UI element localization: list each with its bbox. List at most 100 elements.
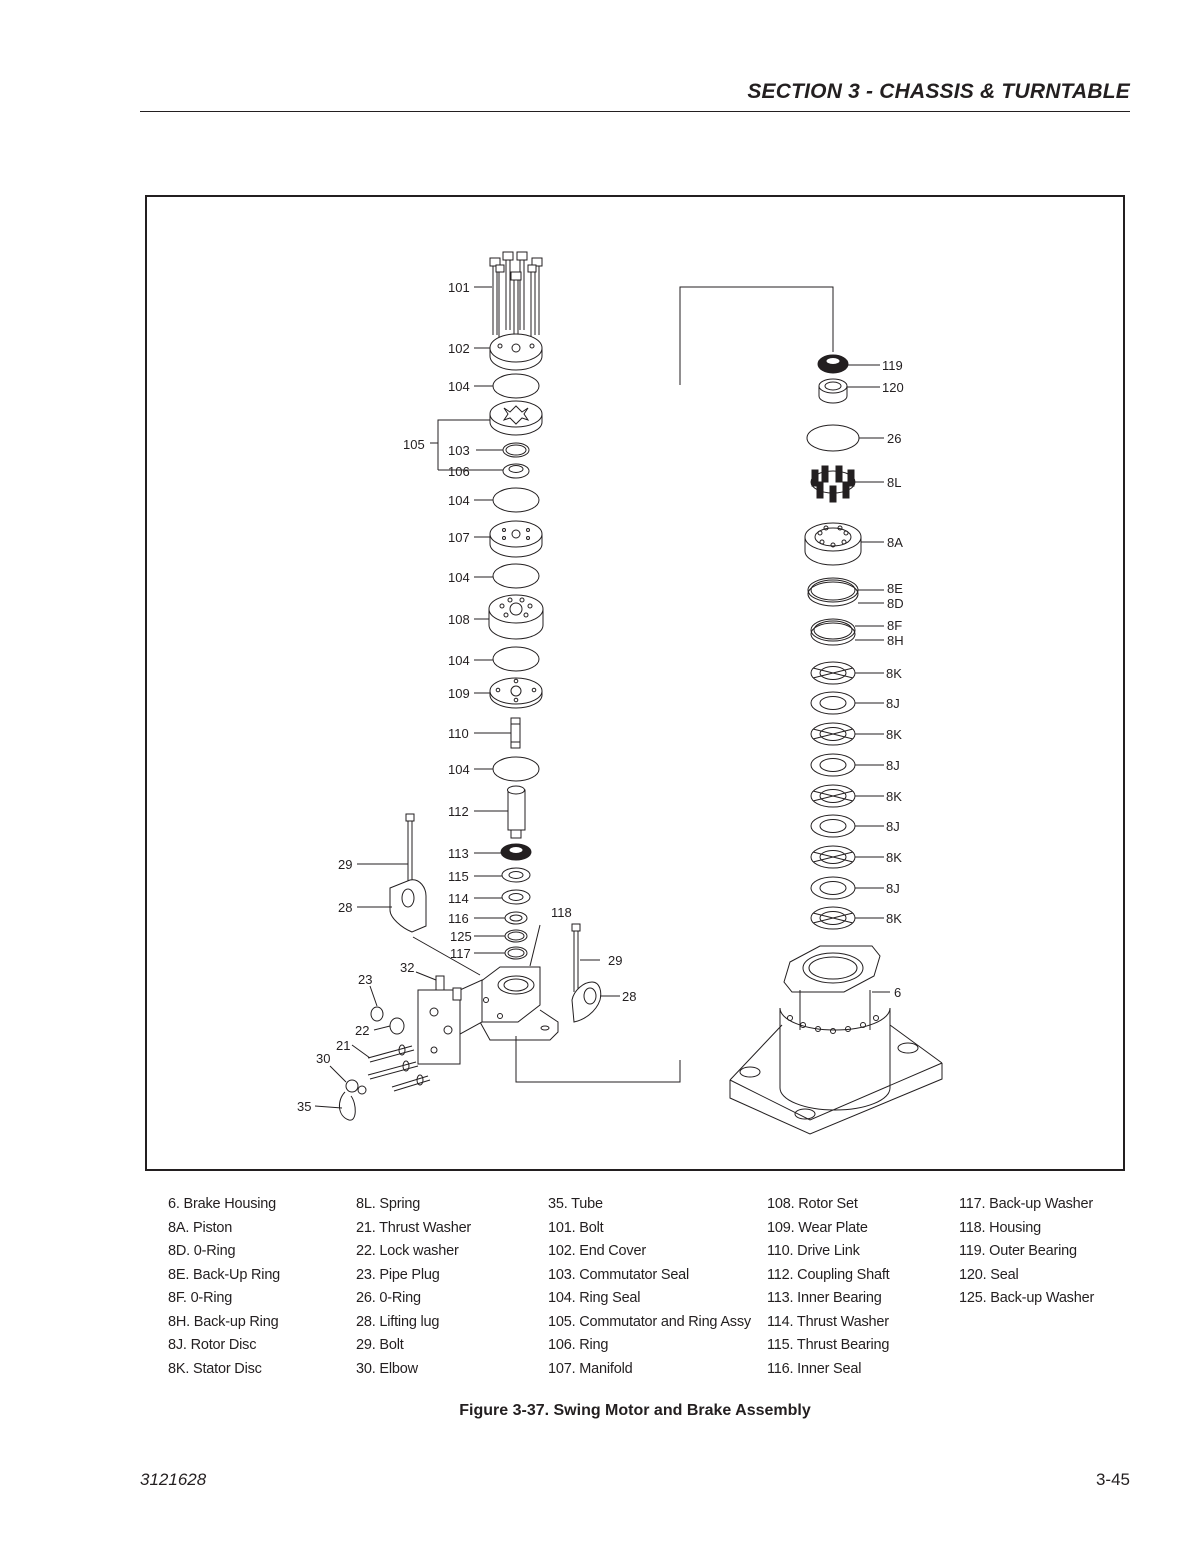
legend-item: 35. Tube [548, 1196, 603, 1212]
wear-plate-109 [489, 677, 543, 709]
drive-link-110 [510, 717, 521, 749]
legend-item: 120. Seal [959, 1266, 1019, 1283]
callout-113: 113 [448, 846, 469, 861]
callout-8L: 8L [887, 475, 901, 490]
callout-115: 115 [448, 869, 469, 884]
inner-seal-116 [504, 911, 528, 925]
legend-item: 119. Outer Bearing [959, 1243, 1077, 1259]
ring-seal-104-c [492, 563, 540, 589]
header-rule [140, 111, 1130, 112]
brake-housing-6 [729, 945, 943, 1135]
coupling-shaft-112 [507, 785, 526, 839]
legend-item: 125. Back-up Washer [959, 1290, 1095, 1306]
figure-caption: Figure 3-37. Swing Motor and Brake Assem… [459, 1402, 811, 1419]
callout-6: 6 [894, 985, 901, 1000]
legend-item: 112. Coupling Shaft [767, 1266, 890, 1283]
callout-35: 35 [297, 1099, 311, 1114]
legend-column-4: 108. Rotor Set 109. Wear Plate 110. Driv… [767, 1193, 890, 1381]
stator-disc-8K-1 [810, 661, 856, 685]
legend-item: 8H. Back-up Ring [168, 1313, 279, 1330]
legend-item: 30. Elbow [356, 1360, 418, 1377]
rotor-set-108 [488, 594, 544, 640]
oring-26 [806, 424, 860, 452]
leader-lines-left [314, 286, 620, 1109]
legend-item: 101. Bolt [548, 1219, 604, 1236]
page-number: 3-45 [1095, 1470, 1130, 1489]
tube-35 [339, 1091, 356, 1121]
stator-disc-8K-2 [810, 722, 856, 746]
callout-8A: 8A [887, 535, 903, 550]
ring-seal-104-a [492, 373, 540, 399]
legend-item: 104. Ring Seal [548, 1290, 641, 1306]
lock-washer-22 [389, 1017, 405, 1035]
callout-104: 104 [448, 379, 470, 394]
legend-column-3: 35. Tube 101. Bolt 102. End Cover 103. C… [548, 1193, 751, 1381]
legend-item: 8J. Rotor Disc [168, 1337, 257, 1353]
legend-column-1: 6. Brake Housing 8A. Piston 8D. 0-Ring 8… [168, 1193, 280, 1381]
legend-item: 109. Wear Plate [767, 1219, 868, 1236]
legend-item: 105. Commutator and Ring Assy [548, 1313, 751, 1330]
callout-103: 103 [448, 443, 470, 458]
shaft-connector-line [679, 286, 834, 385]
legend-column-2: 8L. Spring 21. Thrust Washer 22. Lock wa… [356, 1193, 471, 1381]
fitting-32-b [452, 987, 462, 1001]
section-title: SECTION 3 - CHASSIS & TURNTABLE [747, 80, 1130, 103]
legend-item: 108. Rotor Set [767, 1196, 858, 1212]
legend-item: 8A. Piston [168, 1219, 233, 1236]
callout-114: 114 [448, 891, 469, 906]
base-connector-line [515, 1036, 681, 1083]
legend-item: 8D. 0-Ring [168, 1243, 236, 1259]
callout-26: 26 [887, 431, 901, 446]
rotor-disc-8J-2 [810, 753, 856, 777]
callout-104: 104 [448, 653, 470, 668]
ring-seal-104-b [492, 487, 540, 513]
callout-120: 120 [882, 380, 904, 395]
callout-22: 22 [355, 1023, 369, 1038]
leader-lines-right [847, 364, 890, 993]
legend-item: 103. Commutator Seal [548, 1266, 690, 1283]
legend-item: 118. Housing [959, 1219, 1041, 1236]
callout-109: 109 [448, 686, 470, 701]
figure-frame [145, 195, 1125, 1171]
ring-seal-104-d [492, 646, 540, 672]
callout-8K: 8K [886, 789, 902, 804]
callout-8J: 8J [886, 758, 900, 773]
seal-120 [818, 378, 848, 404]
legend-item: 113. Inner Bearing [767, 1290, 882, 1306]
callout-125: 125 [450, 929, 472, 944]
piston-8A [804, 522, 862, 566]
legend-item: 26. 0-Ring [356, 1290, 421, 1306]
legend-item: 28. Lifting lug [356, 1313, 440, 1330]
callout-8J: 8J [886, 881, 900, 896]
legend-item: 8F. 0-Ring [168, 1290, 233, 1306]
oring-8F [810, 618, 856, 642]
bolts-21 [367, 1044, 431, 1092]
callout-8J: 8J [886, 819, 900, 834]
pipe-plug-23 [370, 1006, 384, 1022]
callout-8F: 8F [887, 618, 902, 633]
doc-number: 3121628 [140, 1470, 207, 1489]
callout-8K: 8K [886, 727, 902, 742]
callout-102: 102 [448, 341, 470, 356]
ring-106 [502, 463, 530, 479]
callout-108: 108 [448, 612, 470, 627]
end-cover-102 [489, 333, 543, 371]
callout-29: 29 [608, 953, 622, 968]
rotor-disc-8J-1 [810, 691, 856, 715]
stator-disc-8K-4 [810, 845, 856, 869]
callout-104: 104 [448, 570, 470, 585]
springs-8L [810, 465, 856, 503]
callout-30: 30 [316, 1051, 330, 1066]
legend-item: 8E. Back-Up Ring [168, 1266, 281, 1283]
rotor-disc-8J-4 [810, 876, 856, 900]
callout-118: 118 [551, 905, 572, 920]
legend-item: 102. End Cover [548, 1243, 646, 1259]
callout-8E: 8E [887, 581, 903, 596]
stator-disc-8K-5 [810, 906, 856, 930]
legend-item: 110. Drive Link [767, 1243, 860, 1259]
legend-item: 114. Thrust Washer [767, 1313, 889, 1330]
callout-8J: 8J [886, 696, 900, 711]
legend-item: 117. Back-up Washer [959, 1196, 1094, 1212]
legend-item: 8L. Spring [356, 1196, 421, 1212]
commutator-ring-assy-105 [489, 400, 543, 436]
